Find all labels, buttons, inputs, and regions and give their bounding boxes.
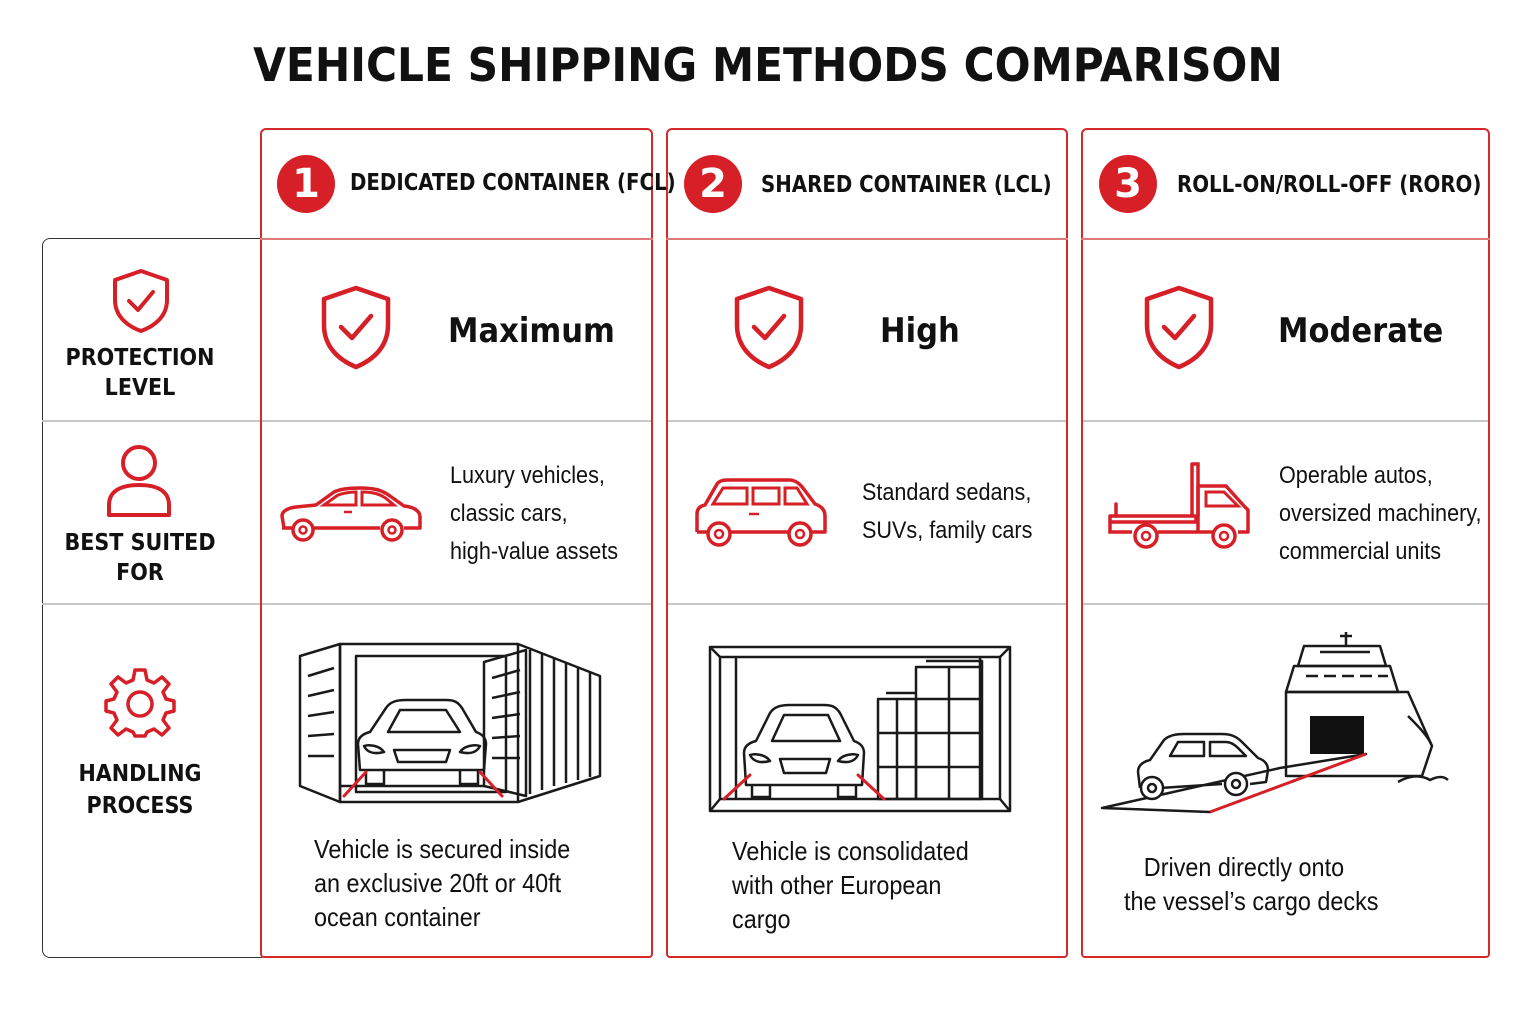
user-icon (107, 445, 171, 517)
method-number-badge: 3 (1099, 155, 1157, 213)
row-divider (42, 420, 262, 422)
method-number-badge: 1 (277, 155, 335, 213)
row-divider (42, 603, 262, 605)
row-label-best-suited: BEST SUITED FOR (64, 530, 216, 586)
shield-check-icon (113, 269, 169, 333)
best-suited-text: Luxury vehicles, classic cars, high-valu… (450, 462, 619, 565)
method-name: ROLL-ON/ROLL-OFF (RORO) (1177, 172, 1482, 198)
sedan-car-icon (280, 486, 422, 542)
shield-check-icon (1144, 285, 1214, 370)
protection-level-value: Maximum (448, 311, 615, 351)
row-label-column (42, 238, 262, 958)
method-column-lcl (666, 128, 1068, 958)
row-label-protection: PROTECTION LEVEL (65, 345, 215, 401)
best-suited-text: Standard sedans, SUVs, family cars (862, 479, 1033, 544)
protection-level-value: High (880, 311, 960, 351)
handling-process-text: Driven directly onto the vessel’s cargo … (1124, 852, 1379, 916)
suv-car-icon (695, 478, 827, 547)
handling-process-text: Vehicle is secured inside an exclusive 2… (314, 834, 571, 932)
row-divider (1083, 603, 1488, 605)
shield-check-icon (321, 285, 391, 370)
header-divider (666, 238, 1068, 240)
gear-icon (104, 668, 176, 738)
row-divider (262, 420, 651, 422)
method-column-fcl (260, 128, 653, 958)
flatbed-truck-icon (1108, 462, 1250, 549)
header-divider (1081, 238, 1490, 240)
header-divider (260, 238, 653, 240)
shield-check-icon (734, 285, 804, 370)
method-name: SHARED CONTAINER (LCL) (761, 172, 1052, 198)
page-title: VEHICLE SHIPPING METHODS COMPARISON (253, 38, 1283, 92)
method-column-roro (1081, 128, 1490, 958)
handling-process-text: Vehicle is consolidated with other Europ… (732, 836, 969, 934)
row-divider (668, 603, 1066, 605)
row-divider (262, 603, 651, 605)
row-divider (1083, 420, 1488, 422)
row-divider (668, 420, 1066, 422)
shared-container-illustration (708, 645, 1012, 813)
method-name: DEDICATED CONTAINER (FCL) (350, 170, 676, 196)
protection-level-value: Moderate (1278, 311, 1444, 351)
best-suited-text: Operable autos, oversized machinery, com… (1279, 462, 1482, 565)
dedicated-container-illustration (298, 642, 602, 804)
roro-ship-illustration (1100, 632, 1449, 814)
method-number-badge: 2 (684, 155, 742, 213)
row-label-handling: HANDLING PROCESS (78, 761, 202, 819)
